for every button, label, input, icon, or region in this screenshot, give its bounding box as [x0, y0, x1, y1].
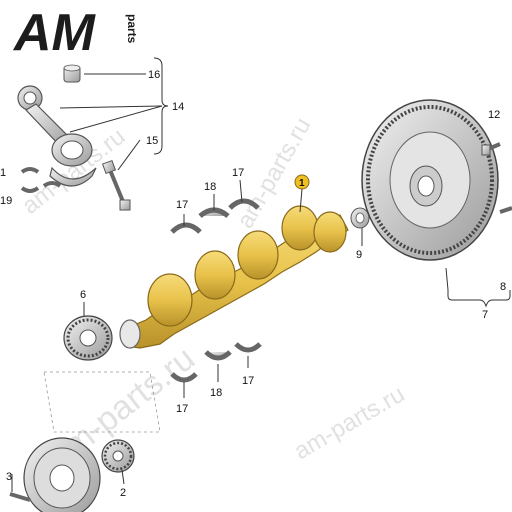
main-bearing-shells-lower	[170, 342, 262, 398]
callout-label: 15	[146, 135, 158, 147]
bracket-7	[445, 267, 511, 308]
bolt-15	[101, 159, 131, 211]
callout-label: 6	[80, 289, 86, 301]
sprocket-2	[101, 439, 135, 485]
callout-label: 1	[0, 167, 6, 179]
callout-label: 17	[232, 167, 244, 179]
callout-label: 17	[176, 199, 188, 211]
logo-brand-text: AM	[12, 4, 97, 62]
callout-label: 17	[242, 375, 254, 387]
connecting-rod	[17, 85, 97, 187]
callout-label: 16	[148, 69, 160, 81]
callout-label: 3	[6, 471, 12, 483]
dowel-8	[499, 206, 512, 214]
am-parts-logo: AM parts	[12, 4, 139, 62]
bearing-shells-19	[20, 167, 62, 193]
callout-label: 7	[482, 309, 488, 321]
callout-label: 14	[172, 101, 184, 113]
main-bearing-shells-upper	[170, 179, 260, 234]
bracket-14	[59, 57, 169, 171]
callout-labels: 16 14 15 1 19 17 18 17 9 12 8 7 6 17 18 …	[0, 69, 506, 499]
callout-label: 17	[176, 403, 188, 415]
bolt-12	[481, 142, 501, 156]
bushing-16	[63, 64, 81, 83]
callout-label: 18	[210, 387, 222, 399]
callout-label: 8	[500, 281, 506, 293]
callout-label: 1	[299, 178, 305, 189]
crankshaft	[119, 205, 349, 349]
vibration-damper	[23, 437, 101, 512]
callout-label: 19	[0, 195, 12, 207]
callout-label: 2	[120, 487, 126, 499]
callout-label: 12	[488, 109, 500, 121]
pilot-bearing-9	[350, 207, 370, 246]
bolt-3	[9, 474, 31, 502]
flywheel	[361, 99, 499, 261]
part-1-badge: 1	[294, 174, 310, 213]
callout-label: 18	[204, 181, 216, 193]
watermark-text: am-parts.ru	[290, 380, 410, 465]
callout-label: 9	[356, 249, 362, 261]
logo-suffix-text: parts	[125, 14, 139, 44]
timing-gear-6	[63, 302, 113, 361]
